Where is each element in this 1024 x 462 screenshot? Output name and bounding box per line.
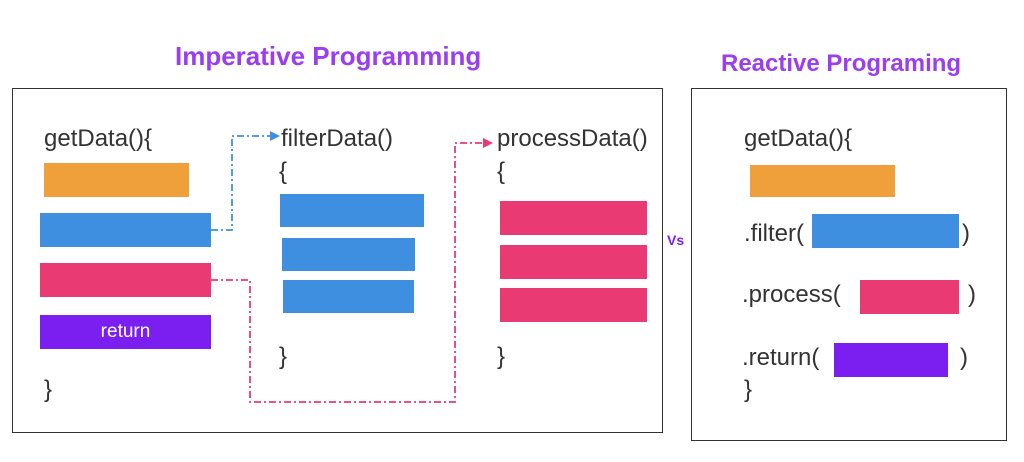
imperative-process-bar <box>40 263 211 297</box>
reactive-filter-label: .filter( <box>744 220 804 247</box>
filterdata-open-brace: { <box>279 158 288 185</box>
reactive-return-bar <box>834 343 948 377</box>
reactive-process-label: .process( <box>742 281 841 308</box>
imperative-close-brace: } <box>44 376 53 403</box>
process-arrowhead <box>483 138 493 148</box>
imperative-return-bar: return <box>40 315 211 349</box>
imperative-panel <box>12 88 663 433</box>
imperative-filter-bar <box>40 213 211 247</box>
filterdata-bar-1 <box>280 194 424 227</box>
reactive-close-brace: } <box>744 376 753 403</box>
reactive-process-close: ) <box>968 281 976 308</box>
return-label: return <box>100 321 151 342</box>
reactive-process-bar <box>860 280 959 314</box>
imperative-getdata-label: getData(){ <box>44 125 153 152</box>
filterdata-label: filterData() <box>281 125 394 152</box>
imperative-fetch-bar <box>44 163 189 197</box>
filterdata-bar-3 <box>283 280 414 313</box>
filter-connector-arrow <box>211 135 272 231</box>
processdata-bar-2 <box>500 245 647 279</box>
processdata-close-brace: } <box>497 343 506 370</box>
processdata-bar-3 <box>500 288 647 322</box>
processdata-label: processData() <box>497 125 648 152</box>
filterdata-close-brace: } <box>279 343 288 370</box>
processdata-open-brace: { <box>497 158 506 185</box>
reactive-panel <box>691 88 1007 441</box>
filter-arrowhead <box>270 131 280 141</box>
imperative-title: Imperative Programming <box>175 41 482 71</box>
reactive-fetch-bar <box>750 165 895 197</box>
filterdata-bar-2 <box>282 238 415 271</box>
processdata-bar-1 <box>500 201 647 235</box>
reactive-filter-bar <box>812 214 959 248</box>
reactive-title: Reactive Programing <box>721 50 962 77</box>
reactive-filter-close: ) <box>962 220 970 247</box>
reactive-return-label: .return( <box>742 344 820 371</box>
reactive-getdata-label: getData(){ <box>744 125 853 152</box>
reactive-return-close: ) <box>960 344 968 371</box>
process-connector-arrow <box>211 142 485 403</box>
vs-label: Vs <box>667 232 685 248</box>
